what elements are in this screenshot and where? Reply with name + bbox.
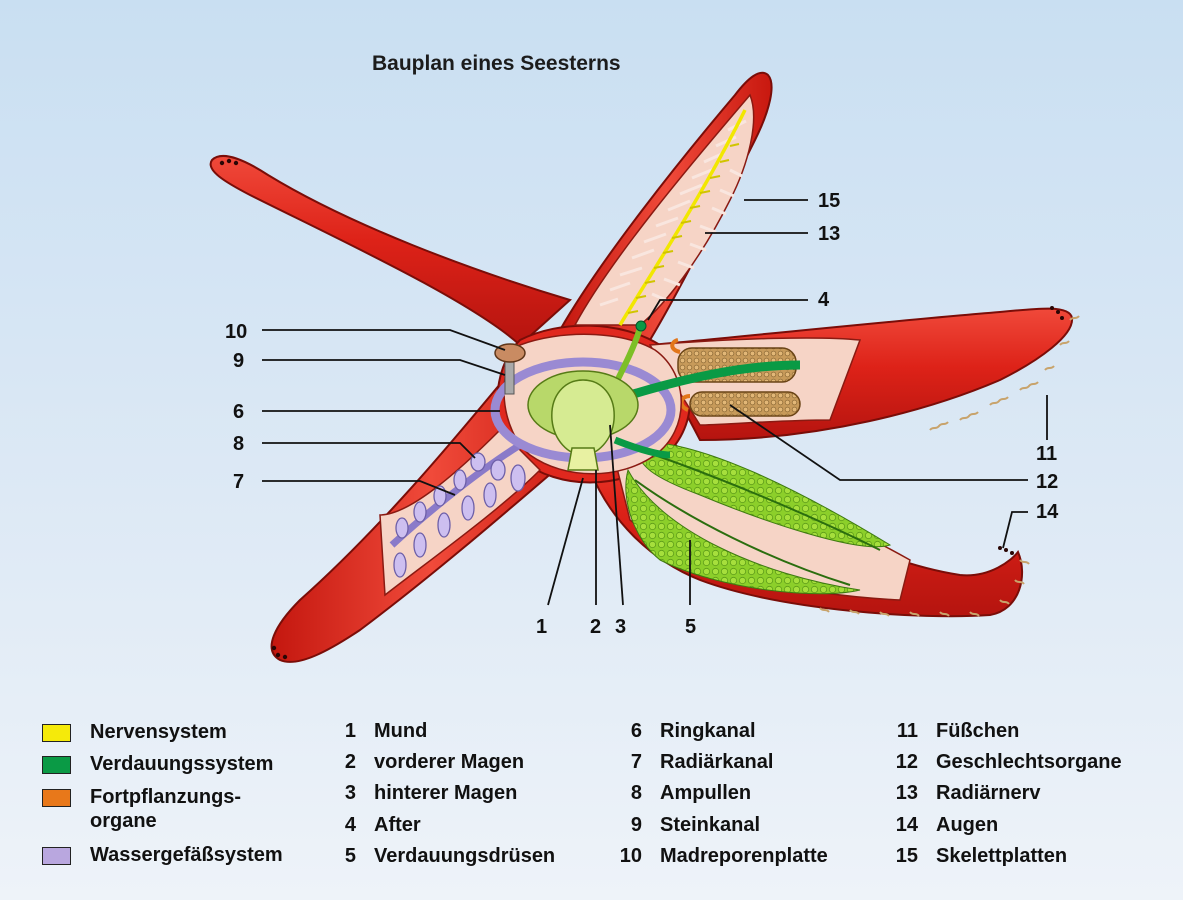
key-number: 8 (630, 782, 642, 804)
key-term: Verdauungsdrüsen (374, 845, 556, 867)
mouth (567, 447, 599, 471)
key-term: Mund (374, 720, 428, 742)
callout-4: 4 (818, 289, 830, 311)
arm-upper-left (209, 155, 572, 347)
stone-canal (504, 359, 515, 395)
tube-feet-lower (819, 559, 1030, 617)
madreporite (494, 343, 526, 363)
key-number: 2 (344, 751, 356, 773)
ampullae (393, 452, 526, 578)
key-term: After (374, 814, 421, 836)
key-number: 10 (619, 845, 642, 867)
key-term: Madreporenplatte (660, 845, 828, 867)
key-number: 15 (895, 845, 918, 867)
legend-item-verdauungssystem: Verdauungssystem (42, 752, 290, 776)
legend-swatch (42, 789, 71, 807)
callout-7: 7 (233, 471, 244, 493)
key-term: Skelettplatten (936, 845, 1068, 867)
legend-swatch (42, 847, 71, 865)
callout-14: 14 (1036, 501, 1059, 523)
callout-3: 3 (615, 616, 626, 638)
key-number: 4 (344, 814, 356, 836)
legend-item-wassergefaesssystem: Wassergefäßsystem (42, 843, 290, 867)
key-number: 3 (344, 782, 356, 804)
callout-5: 5 (685, 616, 696, 638)
key-term: Ampullen (660, 782, 752, 804)
gonad-duct (670, 338, 681, 354)
legend-swatch (42, 724, 71, 742)
digestive-branch-right (628, 360, 801, 400)
key-term: Radiärkanal (660, 751, 774, 773)
key-number: 14 (895, 814, 918, 836)
digestive-branch-lower (613, 436, 671, 459)
key-number: 9 (630, 814, 642, 836)
tube-feet-right (929, 315, 1080, 431)
callout-6: 6 (233, 401, 244, 423)
callout-12: 12 (1036, 471, 1058, 493)
gonad-lower (689, 391, 801, 417)
key-term: Steinkanal (660, 814, 761, 836)
gland-ducts (634, 449, 881, 586)
digestive-gland-upper (637, 441, 892, 548)
callout-11: 11 (1036, 443, 1057, 465)
top-arm-interior (573, 93, 755, 326)
key-term: vorderer Magen (374, 751, 525, 773)
key-number: 5 (344, 845, 356, 867)
diagram-title: Bauplan eines Seesterns (372, 52, 621, 75)
anus (635, 320, 647, 332)
callout-9: 9 (233, 350, 244, 372)
leader-lines (262, 199, 1048, 606)
key-term: Ringkanal (660, 720, 756, 742)
legend-item-fortpflanzungsorgane: Fortpflanzungs- organe (42, 785, 290, 833)
callout-10: 10 (225, 321, 247, 343)
callout-13: 13 (818, 223, 840, 245)
key-number: 6 (630, 720, 642, 742)
callout-2: 2 (590, 616, 601, 638)
key-term: Augen (936, 814, 999, 836)
callout-15: 15 (818, 190, 840, 212)
key-number: 11 (896, 720, 918, 742)
key-term: Radiärnerv (936, 782, 1041, 804)
key-term: Geschlechtsorgane (936, 751, 1122, 773)
legend-swatch (42, 756, 71, 774)
legend-label: Fortpflanzungs- organe (90, 786, 242, 832)
nerve-branches (627, 143, 740, 314)
digestive-gland-lower (625, 468, 861, 595)
key-term: hinterer Magen (374, 782, 518, 804)
key-term: Füßchen (936, 720, 1020, 742)
legend-item-nervensystem: Nervensystem (42, 720, 290, 744)
radial-nerve (618, 109, 747, 326)
cardiac-stomach (551, 379, 615, 456)
callout-numbers: 1 2 3 4 5 6 7 8 9 10 11 12 13 14 15 (225, 190, 1059, 638)
callout-8: 8 (233, 433, 244, 455)
legend-label: Verdauungssystem (90, 753, 274, 775)
key-number: 12 (895, 751, 918, 773)
eye-spots (219, 158, 1064, 660)
callout-1: 1 (536, 616, 547, 638)
key-number: 13 (895, 782, 918, 804)
key-number: 7 (630, 751, 642, 773)
legend-label: Nervensystem (90, 721, 227, 743)
key-number: 1 (344, 720, 356, 742)
legend-label: Wassergefäßsystem (90, 844, 283, 866)
